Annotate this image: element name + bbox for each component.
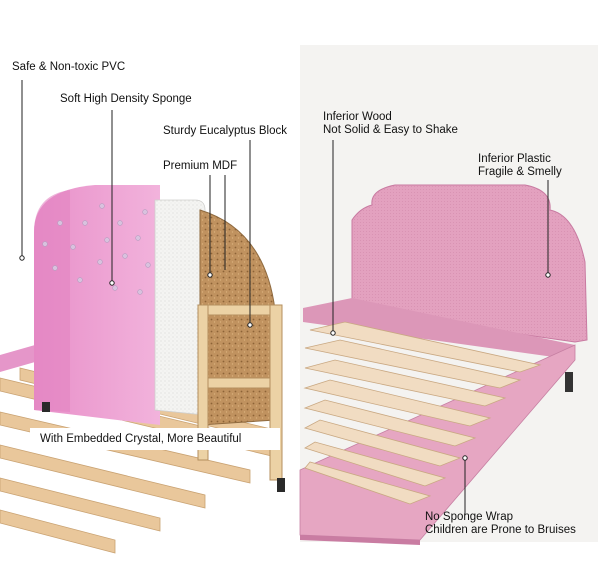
mdf-layer [199,209,276,426]
label-inferior-plastic-line2: Fragile & Smelly [478,166,562,178]
label-inferior-wood-line2: Not Solid & Easy to Shake [323,124,458,136]
left-side-rail [0,345,35,372]
label-no-sponge-line1: No Sponge Wrap [425,511,514,523]
label-no-sponge: No Sponge Wrap Children are Prone to Bru… [425,511,576,537]
right-back-rail [303,298,575,360]
crystal-studs [42,203,151,295]
label-mdf: Premium MDF [163,160,238,172]
left-leg-back [42,402,50,412]
left-leg [277,478,285,492]
right-slats [303,321,542,505]
right-panel [299,45,598,545]
right-headboard [351,184,588,343]
label-inferior-wood-line1: Inferior Wood [323,111,392,123]
right-leader-lines [330,140,551,515]
label-inferior-plastic: Inferior Plastic Fragile & Smelly [478,153,562,179]
label-no-sponge-line2: Children are Prone to Bruises [425,524,576,536]
right-leg [565,372,573,392]
crystal-banner: With Embedded Crystal, More Beautiful [30,428,280,450]
label-inferior-plastic-line1: Inferior Plastic [478,153,551,165]
label-eucalyptus: Sturdy Eucalyptus Block [163,125,288,137]
label-pvc: Safe & Non-toxic PVC [12,61,126,73]
left-leader-lines [19,80,253,328]
label-inferior-wood: Inferior Wood Not Solid & Easy to Shake [323,111,458,137]
label-sponge: Soft High Density Sponge [60,93,192,105]
left-panel [0,80,285,554]
